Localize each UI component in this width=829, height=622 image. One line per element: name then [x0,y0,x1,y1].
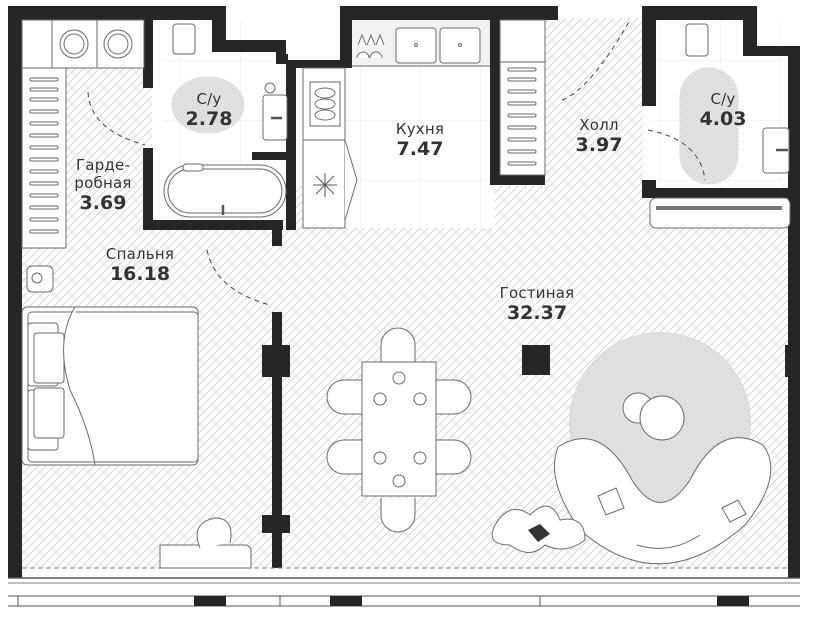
room-name: Кухня [395,120,445,138]
room-label-wardrobe: Гарде- робная 3.69 [62,156,144,214]
room-area: 16.18 [109,262,171,285]
door-swings [87,19,706,306]
room-label-bedroom: Спальня 16.18 [90,245,190,285]
room-label-living-room: Гостиная 32.37 [487,284,587,324]
wardrobe-rack [21,19,145,249]
room-name: С/у [196,90,222,108]
room-area: 2.78 [185,107,233,130]
room-area: 3.69 [79,191,127,214]
bathroom-2-fixtures [649,23,791,229]
room-area: 3.97 [575,133,623,156]
plant-icon [491,505,586,553]
bathroom-1-fixtures [163,23,288,218]
walls [8,6,800,578]
living-furniture [491,332,772,565]
balcony-rail [8,567,800,607]
room-name: Гостиная [499,284,575,302]
room-label-hall: Холл 3.97 [564,116,634,156]
room-label-bathroom-2: С/у 4.03 [688,90,758,130]
room-name-line2: робная [74,173,132,192]
room-name: С/у [710,90,736,108]
room-area: 4.03 [699,107,747,130]
bedroom-furniture [21,265,252,569]
room-name: Спальня [105,245,175,263]
room-label-kitchen: Кухня 7.47 [380,120,460,160]
room-area: 32.37 [506,301,568,324]
room-name: Холл [579,116,619,134]
room-area: 7.47 [396,137,444,160]
kitchen-fixtures [302,19,546,229]
room-label-bathroom-1: С/у 2.78 [174,90,244,130]
room-name-line1: Гарде- [75,156,131,174]
dining-set [326,327,472,533]
